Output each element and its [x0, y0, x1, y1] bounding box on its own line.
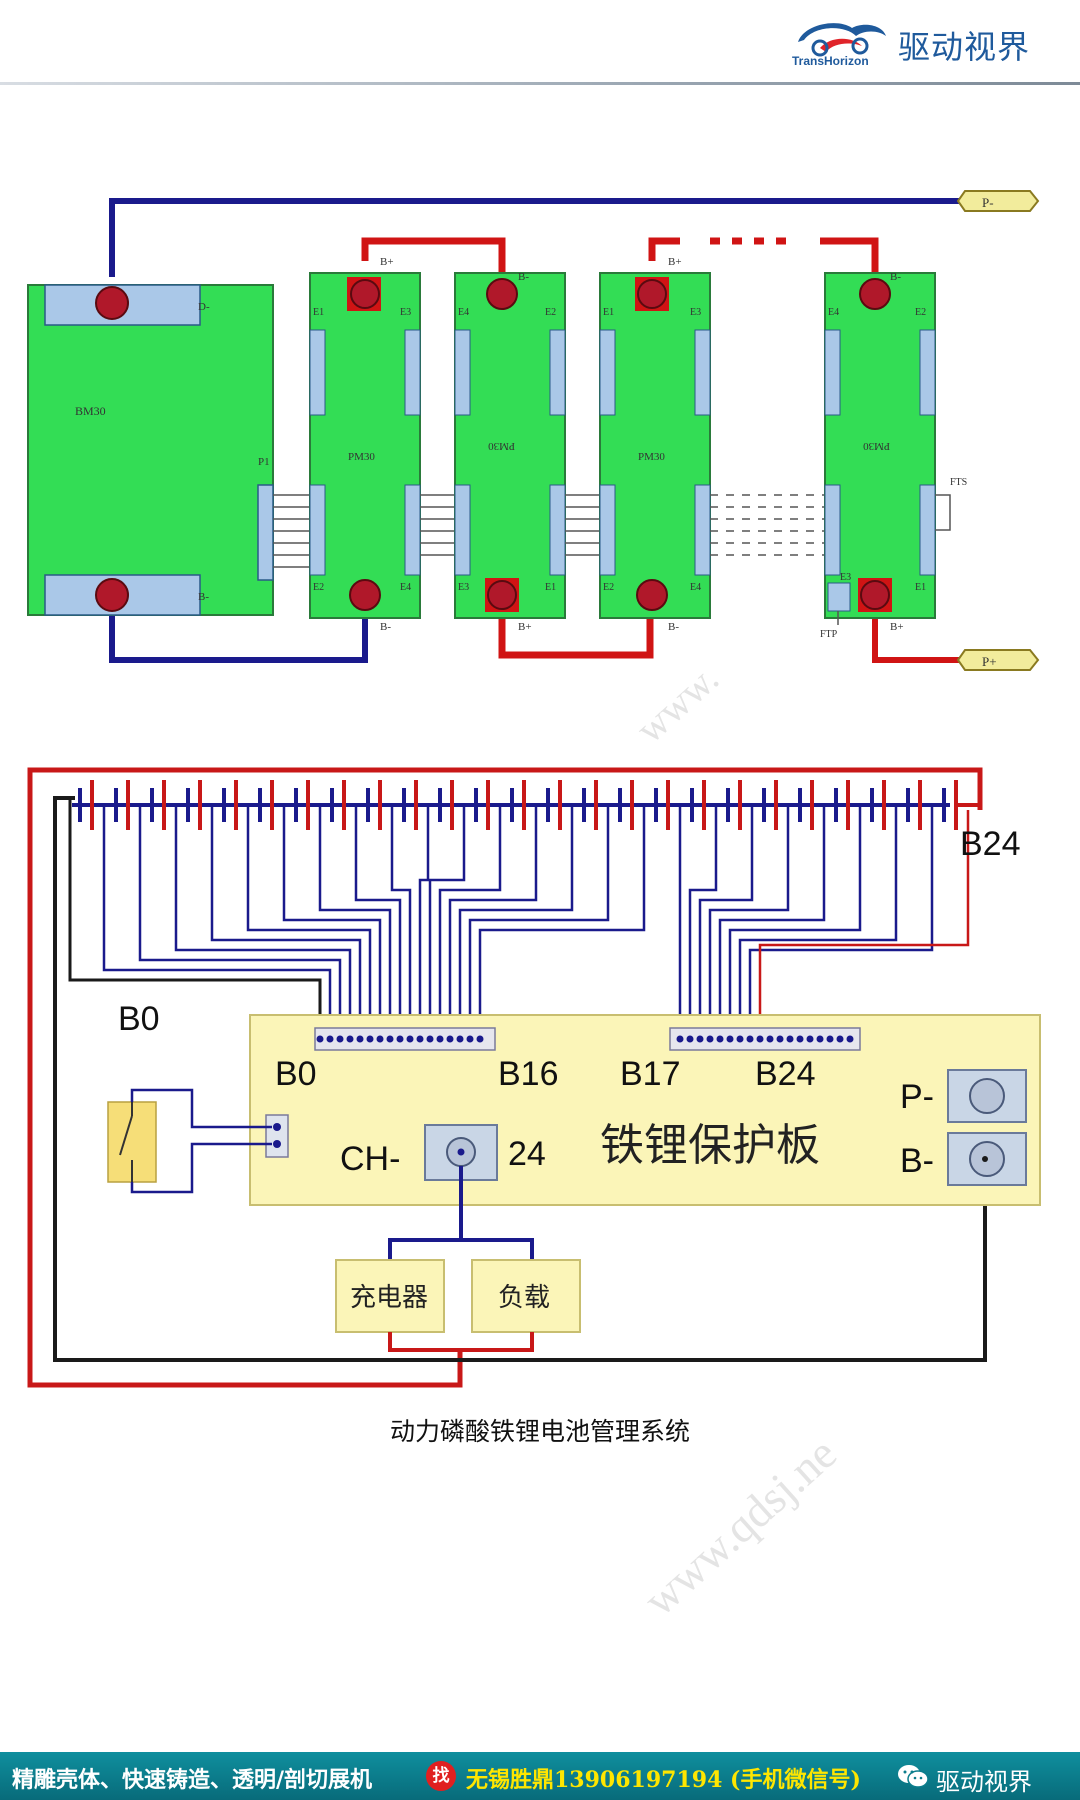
footer-contact-text: 无锡胜鼎13906197194 (手机微信号) — [466, 1767, 861, 1793]
b16-label: B16 — [498, 1055, 559, 1093]
sense-wires-b17-b24 — [678, 805, 934, 1028]
ribbon-bm-pm1 — [273, 494, 310, 568]
p1-label: P1 — [258, 456, 270, 468]
e2-label-3: E2 — [603, 582, 614, 593]
e3-label-4: E3 — [840, 572, 851, 583]
logo-text-en: TransHorizon — [792, 54, 869, 68]
ribbon-pm2-pm3 — [565, 494, 600, 556]
pm30-board-last: B- B+ E4 E2 E3 E1 PM30 FTP FTS — [820, 271, 967, 640]
bms-board-chain-diagram: P- P+ BM30 D- B- P1 — [27, 190, 1040, 671]
ribbon-dashed — [710, 494, 825, 556]
b-plus-label-1: B+ — [380, 256, 394, 268]
wechat-icon — [898, 1765, 929, 1788]
sense-wire-b24 — [758, 810, 970, 1028]
e4-label-3: E4 — [690, 582, 701, 593]
pm30-label-4: PM30 — [863, 440, 890, 452]
wire-red-2 — [648, 237, 680, 261]
pm30-board-2: B- B+ E4 E2 E3 E1 PM30 — [454, 271, 566, 633]
b17-label: B17 — [620, 1055, 681, 1093]
bm30-board: BM30 D- B- P1 — [27, 284, 274, 616]
find-badge: 找 — [426, 1761, 456, 1791]
wire-blue-bottom — [109, 595, 368, 663]
e1-label-2: E1 — [545, 582, 556, 593]
ch-minus-label: CH- — [340, 1140, 400, 1178]
wire-red-4 — [498, 595, 654, 659]
b-minus-label-bm: B- — [198, 591, 209, 603]
e3-label-1: E3 — [400, 307, 411, 318]
sense-wires-b1-b16 — [102, 805, 646, 1028]
b-plus-label-3: B+ — [668, 256, 682, 268]
e3-label-3: E3 — [690, 307, 701, 318]
ch-number-label: 24 — [508, 1135, 546, 1173]
load-label: 负载 — [498, 1283, 550, 1313]
terminal-p-minus-label: P- — [982, 195, 994, 210]
pm30-label-3: PM30 — [638, 451, 665, 463]
e3-label-2: E3 — [458, 582, 469, 593]
wire-red-3 — [820, 237, 879, 273]
b0-label: B0 — [275, 1055, 317, 1093]
wire-blue-top — [109, 198, 965, 277]
ftp-label: FTP — [820, 629, 838, 640]
p-minus-label: P- — [900, 1078, 934, 1116]
wire-red-p-plus — [872, 600, 965, 663]
e4-label-2: E4 — [458, 307, 469, 318]
fts-label: FTS — [950, 477, 967, 488]
watermark: www.qdsj.ne — [633, 1427, 847, 1626]
charger-label: 充电器 — [350, 1283, 428, 1313]
protection-board: B0 B16 B17 B24 铁锂保护板 CH- 24 P- B- — [249, 1014, 1041, 1206]
footer-brand-text: 驱动视界 — [936, 1768, 1032, 1796]
b-plus-label-2: B+ — [518, 621, 532, 633]
figure-caption: 动力磷酸铁锂电池管理系统 — [389, 1417, 690, 1446]
pm30-board-1: B+ B- E1 E3 E2 E4 PM30 — [309, 256, 421, 633]
d-minus-label: D- — [198, 301, 210, 313]
terminal-p-plus: P+ — [956, 649, 1040, 671]
e1-label-4: E1 — [915, 582, 926, 593]
footer-banner: 精雕壳体、快速铸造、透明/剖切展机 找 无锡胜鼎13906197194 (手机微… — [0, 1752, 1080, 1800]
pm30-label-1: PM30 — [348, 451, 375, 463]
pm30-board-3: B+ B- E1 E3 E2 E4 PM30 — [599, 256, 711, 633]
terminal-p-plus-label: P+ — [982, 654, 997, 669]
b-minus-label-2: B- — [518, 271, 529, 283]
header: TransHorizon 驱动视界 — [0, 0, 1080, 86]
header-divider — [0, 82, 1080, 85]
e4-label-4: E4 — [828, 307, 839, 318]
footer-services-text: 精雕壳体、快速铸造、透明/剖切展机 — [12, 1767, 373, 1793]
e2-label-4: E2 — [915, 307, 926, 318]
load-box: 负载 — [471, 1259, 581, 1333]
charger-box: 充电器 — [335, 1259, 445, 1333]
transhorizon-logo-icon — [798, 23, 886, 57]
ribbon-pm1-pm2 — [420, 494, 455, 556]
b-minus-label-1: B- — [380, 621, 391, 633]
pm30-label-2: PM30 — [488, 440, 515, 452]
bm30-label: BM30 — [75, 404, 106, 418]
board-title: 铁锂保护板 — [600, 1120, 820, 1171]
e2-label-2: E2 — [545, 307, 556, 318]
b0-left-label: B0 — [118, 1000, 160, 1038]
b-minus-label: B- — [900, 1142, 934, 1180]
logo-text-cn: 驱动视界 — [898, 28, 1031, 66]
e1-label-3: E1 — [603, 307, 614, 318]
b24-top-label: B24 — [960, 825, 1021, 863]
wire-red-1 — [361, 237, 506, 273]
battery-cell-string — [72, 780, 980, 830]
e2-label-1: E2 — [313, 582, 324, 593]
terminal-p-minus: P- — [956, 190, 1040, 212]
b-minus-label-3: B- — [668, 621, 679, 633]
b-minus-label-4: B- — [890, 271, 901, 283]
lifepo4-protection-wiring-diagram: B24 B0 B0 B16 B17 B24 铁锂保护板 CH- — [27, 767, 1041, 1388]
e4-label-1: E4 — [400, 582, 411, 593]
b-plus-label-4: B+ — [890, 621, 904, 633]
b24-label: B24 — [755, 1055, 816, 1093]
e1-label-1: E1 — [313, 307, 324, 318]
switch-component — [107, 1088, 272, 1194]
